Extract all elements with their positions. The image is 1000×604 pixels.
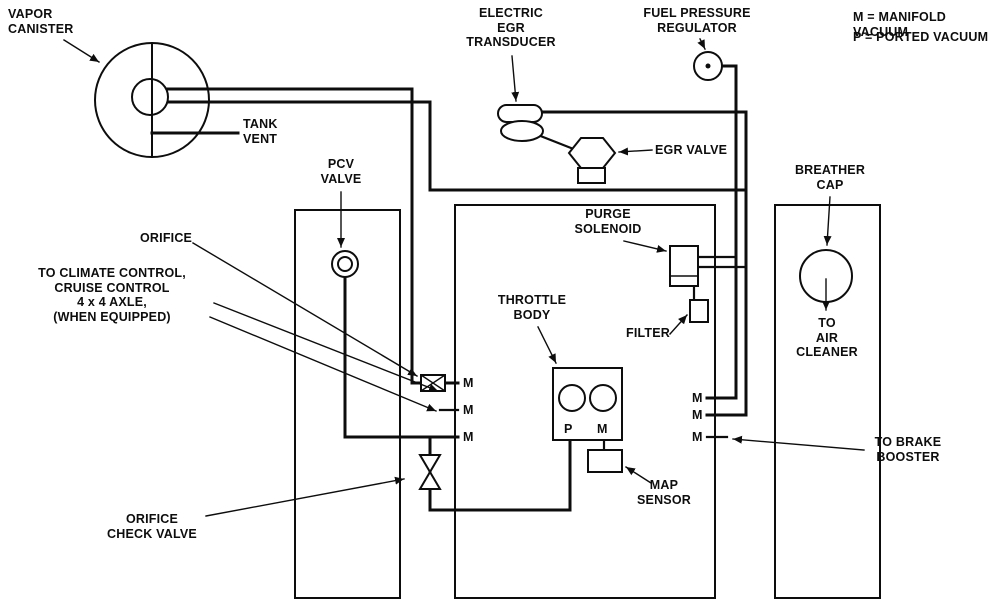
port-label-manifold-left-2: M: [463, 403, 474, 417]
intake-manifold-block: [454, 204, 716, 599]
hose-fuel-regulator-to-manifold-port: [705, 64, 738, 400]
map-sensor-shape: [587, 449, 623, 473]
label-electric-egr-transducer: ELECTRIC EGR TRANSDUCER: [466, 6, 556, 49]
purge-solenoid-shape: [669, 245, 699, 287]
fuel-pressure-regulator-shape: [693, 51, 723, 81]
label-purge-solenoid: PURGE SOLENOID: [574, 207, 642, 236]
left-engine-block: [294, 209, 401, 599]
label-fuel-pressure-regulator: FUEL PRESSURE REGULATOR: [643, 6, 751, 35]
port-label-manifold-right-2: M: [692, 408, 703, 422]
orifice-check-valve-symbol: [418, 454, 442, 490]
filter-shape: [689, 299, 709, 323]
leader-to-brake-booster: [732, 435, 865, 451]
right-engine-block: [774, 204, 881, 599]
port-label-manifold-left-1: M: [463, 376, 474, 390]
leader-climate-control-2: [209, 316, 437, 412]
label-vapor-canister: VAPOR CANISTER: [8, 7, 74, 36]
label-orifice-check-valve: ORIFICE CHECK VALVE: [107, 512, 197, 541]
throttle-body-shape: [552, 367, 623, 441]
egr-transducer-shape: [497, 104, 578, 152]
leader-purge-solenoid: [623, 240, 667, 253]
legend-manifold-vacuum: M = MANIFOLD VACUUM: [853, 10, 947, 39]
leader-orifice: [192, 242, 418, 377]
leader-filter: [669, 314, 688, 335]
hose-pcv-to-manifold-port: [343, 275, 460, 439]
leader-orifice-check-valve: [205, 476, 405, 517]
leader-throttle-body: [537, 326, 557, 364]
leader-map-sensor: [625, 466, 652, 484]
hose-transducer-to-manifold-port: [539, 110, 748, 417]
label-climate-control: TO CLIMATE CONTROL, CRUISE CONTROL 4 x 4…: [38, 266, 186, 324]
label-map-sensor: MAP SENSOR: [637, 478, 691, 507]
leader-egr-valve: [618, 147, 653, 156]
port-label-throttle-manifold: M: [597, 422, 608, 436]
port-label-throttle-ported: P: [564, 422, 573, 436]
leader-climate-control-1: [213, 302, 439, 392]
label-tank-vent: TANK VENT: [243, 117, 278, 146]
label-throttle-body: THROTTLE BODY: [497, 293, 567, 322]
vapor-canister-shape: [94, 42, 210, 158]
port-label-manifold-left-3: M: [463, 430, 474, 444]
leader-breather-cap: [823, 196, 832, 246]
leader-lines: [63, 38, 865, 517]
label-to-air-cleaner: TO AIR CLEANER: [796, 316, 858, 359]
label-filter: FILTER: [626, 326, 671, 340]
port-label-manifold-right-1: M: [692, 391, 703, 405]
hose-ported-to-check-valve: [428, 436, 572, 512]
leader-fuel-pressure-regulator: [697, 38, 706, 50]
label-pcv-valve: PCV VALVE: [320, 157, 362, 186]
leader-egr-transducer: [511, 55, 520, 102]
label-egr-valve: EGR VALVE: [655, 143, 728, 157]
egr-valve-shape: [567, 137, 617, 184]
leader-vapor-canister: [63, 39, 100, 63]
hose-canister-to-right-circuit: [164, 100, 748, 192]
label-to-brake-booster: TO BRAKE BOOSTER: [874, 435, 942, 464]
port-label-manifold-right-3: M: [692, 430, 703, 444]
pcv-valve-shape: [331, 250, 359, 278]
legend-ported-vacuum: P = PORTED VACUUM: [853, 30, 989, 44]
label-breather-cap: BREATHER CAP: [794, 163, 866, 192]
label-orifice: ORIFICE: [140, 231, 193, 245]
